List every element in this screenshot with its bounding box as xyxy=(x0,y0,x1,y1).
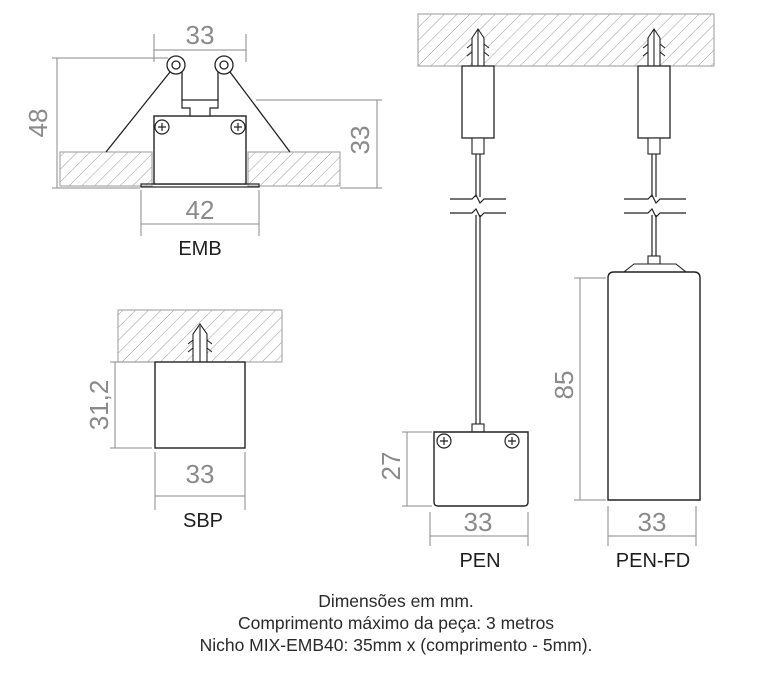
emb-screw-icon xyxy=(154,119,246,135)
pen-fd-cable xyxy=(651,154,657,256)
pen-fd-label: PEN-FD xyxy=(616,550,690,572)
pen-cable xyxy=(475,154,481,424)
pen-body xyxy=(433,431,529,507)
sbp-body xyxy=(154,361,246,449)
emb-ceiling-left xyxy=(59,151,153,187)
footer-notes: Dimensões em mm. Comprimento máximo da p… xyxy=(200,591,593,655)
pen-dim-width: 33 xyxy=(464,507,493,537)
pen-fd-anchor-icon xyxy=(642,28,666,67)
emb-ceiling-right xyxy=(247,151,341,187)
pen-dim-height: 27 xyxy=(376,452,406,481)
pen-fd-dim-height: 85 xyxy=(549,371,579,400)
emb-dim-width-top: 33 xyxy=(186,20,215,50)
sbp-dim-width: 33 xyxy=(186,459,215,489)
pen-fd-canopy xyxy=(637,65,671,139)
pen-cable-break-icon xyxy=(450,193,506,219)
sbp-anchor-icon xyxy=(187,323,213,363)
pendant-ceiling xyxy=(417,13,715,67)
pen-canopy-tip xyxy=(471,137,485,155)
pen-screw-icon xyxy=(436,433,520,449)
footer-line-3: Nicho MIX-EMB40: 35mm x (comprimento - 5… xyxy=(200,635,593,655)
pen-anchor-icon xyxy=(466,28,490,67)
pen-fd-shoulder xyxy=(622,263,688,273)
pen-cable-cap xyxy=(471,423,485,433)
pen-fd-body xyxy=(607,271,701,501)
sbp-label: SBP xyxy=(183,510,223,532)
emb-dim-height-body: 33 xyxy=(345,126,375,155)
emb-dim-width-bottom: 42 xyxy=(186,195,215,225)
footer-line-2: Comprimento máximo da peça: 3 metros xyxy=(238,613,554,633)
footer-line-1: Dimensões em mm. xyxy=(318,591,474,611)
sbp-dim-height: 31,2 xyxy=(84,380,114,431)
pen-canopy xyxy=(461,65,495,139)
pen-fd-dim-width: 33 xyxy=(638,507,667,537)
emb-drawing: 33 48 33 42 EMB xyxy=(23,20,382,260)
emb-label: EMB xyxy=(178,238,221,260)
pen-fd-cable-break-icon xyxy=(624,193,686,219)
pen-fd-canopy-tip xyxy=(647,137,661,155)
pen-label: PEN xyxy=(459,550,500,572)
emb-spring-clips xyxy=(105,55,291,153)
emb-dim-height-total: 48 xyxy=(23,109,53,138)
pen-fd-drawing: 85 33 PEN-FD xyxy=(549,28,701,572)
pen-drawing: 27 33 PEN xyxy=(376,28,529,572)
emb-connector xyxy=(181,99,219,117)
sbp-drawing: 31,2 33 SBP xyxy=(84,309,283,532)
pen-fd-cable-cap xyxy=(647,255,661,265)
